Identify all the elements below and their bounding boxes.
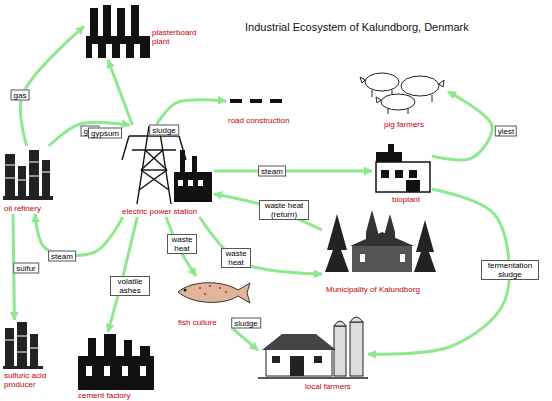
facility-node: plasterboard plant xyxy=(84,4,204,60)
flow-arrow xyxy=(200,217,322,274)
flow-label: fermentation sludge xyxy=(481,260,539,280)
facility-label: cement factory xyxy=(78,391,156,400)
plasterboard-plant-icon xyxy=(86,5,150,58)
flow-label: steam xyxy=(258,166,286,177)
facility-label: sulfuric acid producer xyxy=(4,371,56,389)
acid-plant-icon xyxy=(3,322,43,369)
flow-arrow xyxy=(214,194,322,230)
cement-factory-icon xyxy=(78,334,154,390)
diagram-title: Industrial Ecosystem of Kalundborg, Denm… xyxy=(245,21,469,33)
facility-label: electric power station xyxy=(122,207,214,216)
flow-arrow xyxy=(214,170,372,173)
facility-node: sulfuric acid producer xyxy=(2,320,64,392)
flow-arrow xyxy=(232,328,258,350)
pigs-icon xyxy=(360,73,444,114)
facility-node: road construction xyxy=(226,92,306,128)
flow-arrow xyxy=(156,100,226,125)
flow-label: sludge xyxy=(149,125,179,136)
road-icon xyxy=(230,99,282,103)
flow-label: volatile ashes xyxy=(110,276,150,296)
fish-icon xyxy=(178,283,250,303)
flow-label: waste heat xyxy=(167,234,197,254)
flow-arrow xyxy=(108,60,132,125)
facility-label: bioplant xyxy=(392,195,432,204)
flow-arrow xyxy=(108,217,137,332)
flow-label: gas xyxy=(11,90,30,101)
flow-arrow xyxy=(432,92,492,160)
facility-node: bioplant xyxy=(372,144,432,204)
facility-node: cement factory xyxy=(76,332,156,400)
facility-node: Municipality of Kalundborg xyxy=(322,208,434,296)
flow-arrow xyxy=(166,217,196,276)
facility-node: oil refinery xyxy=(2,146,57,214)
flow-label: waste heat (return) xyxy=(259,200,309,220)
flow-label: waste heat xyxy=(221,248,251,268)
facility-node: local farmers xyxy=(258,316,368,392)
flow-label: gypsum xyxy=(88,128,122,139)
power-station-icon xyxy=(122,126,212,204)
facility-node: electric power station xyxy=(118,125,214,217)
facility-label: road construction xyxy=(228,116,306,125)
bioplant-icon xyxy=(376,144,430,192)
town-icon xyxy=(325,210,436,272)
facility-label: plasterboard plant xyxy=(152,28,204,46)
farm-icon xyxy=(258,317,368,378)
flow-arrow xyxy=(35,214,123,255)
flow-label: sulfur xyxy=(13,263,39,274)
facility-node: pig farmers xyxy=(358,66,448,130)
facility-label: Municipality of Kalundborg xyxy=(326,285,436,294)
flow-label: sludge xyxy=(231,318,261,329)
refinery-icon xyxy=(3,150,53,200)
flow-arrow xyxy=(49,122,130,146)
facility-label: pig farmers xyxy=(384,120,446,129)
facility-label: oil refinery xyxy=(4,204,59,213)
flow-arrow xyxy=(20,26,84,146)
flow-label: steam xyxy=(48,251,76,262)
flow-label: yiest xyxy=(495,126,517,137)
facility-label: local farmers xyxy=(305,382,367,391)
